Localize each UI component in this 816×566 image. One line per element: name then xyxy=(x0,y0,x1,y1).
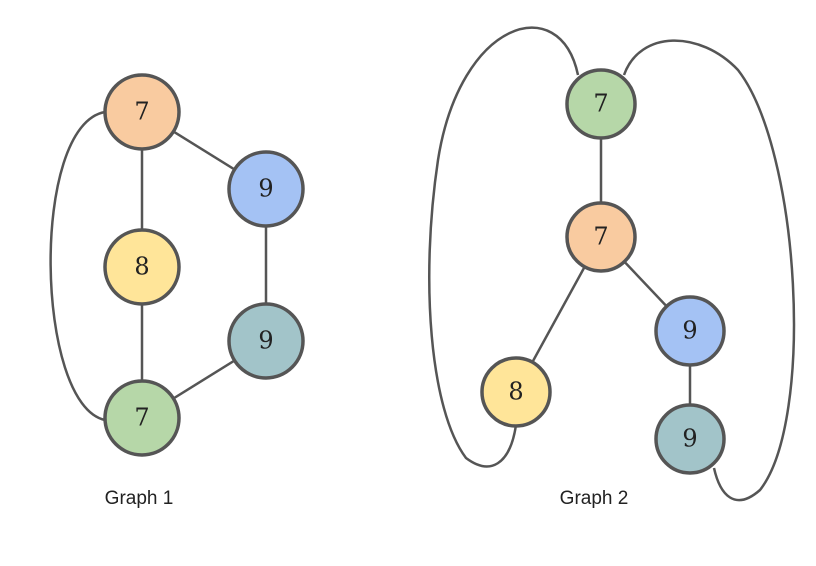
node-g1-n2[interactable]: 9 xyxy=(227,150,305,228)
edge-g1-n1-g1-n5 xyxy=(49,110,106,422)
node-g2-n3[interactable]: 9 xyxy=(654,295,726,367)
node-g1-n5-circle xyxy=(103,379,181,457)
node-g2-n2-label: 7 xyxy=(593,223,608,251)
graph-1-nodes: 7 9 8 9 7 xyxy=(103,73,305,457)
node-g1-n4-circle xyxy=(227,302,305,380)
node-g2-n5-circle xyxy=(654,403,726,475)
node-g2-n1-circle xyxy=(565,68,637,140)
node-g2-n3-circle xyxy=(654,295,726,367)
edge-g2-n1-g2-n5 xyxy=(622,39,796,502)
node-g1-n2-label: 9 xyxy=(258,175,273,203)
node-g2-n4[interactable]: 8 xyxy=(480,356,552,428)
node-g2-n2[interactable]: 7 xyxy=(565,201,637,273)
graph-2-nodes: 7 7 9 8 9 xyxy=(480,68,726,475)
node-g1-n1-circle xyxy=(103,73,181,151)
node-g2-n2-circle xyxy=(565,201,637,273)
node-g2-n1[interactable]: 7 xyxy=(565,68,637,140)
node-g2-n1-label: 7 xyxy=(593,90,608,118)
node-g2-n4-circle xyxy=(480,356,552,428)
graph-2-caption: Graph 2 xyxy=(560,488,629,509)
node-g1-n5-label: 7 xyxy=(134,404,149,432)
node-g1-n3-circle xyxy=(103,228,181,306)
node-g1-n3-label: 8 xyxy=(134,253,149,281)
edge-g2-n1-g2-n4 xyxy=(428,26,580,468)
node-g1-n4-label: 9 xyxy=(258,327,273,355)
node-g2-n5-label: 9 xyxy=(682,425,697,453)
node-g1-n2-circle xyxy=(227,150,305,228)
node-g2-n3-label: 9 xyxy=(682,317,697,345)
node-g2-n5[interactable]: 9 xyxy=(654,403,726,475)
node-g1-n3[interactable]: 8 xyxy=(103,228,181,306)
graph-1-caption: Graph 1 xyxy=(105,488,174,509)
node-g1-n5[interactable]: 7 xyxy=(103,379,181,457)
node-g1-n1[interactable]: 7 xyxy=(103,73,181,151)
node-g1-n4[interactable]: 9 xyxy=(227,302,305,380)
node-g2-n4-label: 8 xyxy=(508,378,523,406)
node-g1-n1-label: 7 xyxy=(134,98,149,126)
